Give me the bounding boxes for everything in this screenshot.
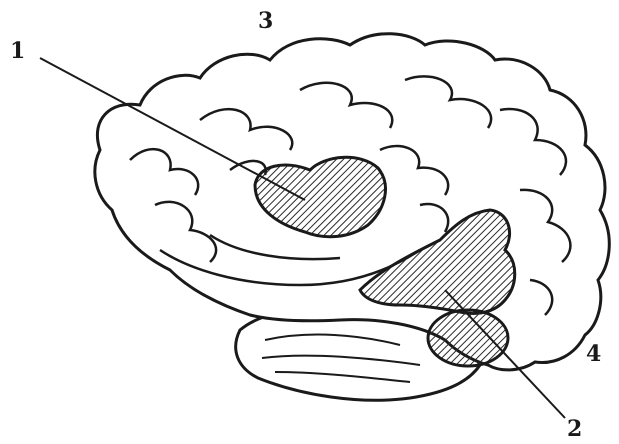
label-2: 2 xyxy=(567,418,582,440)
label-1: 1 xyxy=(10,40,25,62)
label-4: 4 xyxy=(586,343,601,365)
label-3: 3 xyxy=(258,10,273,32)
shaded-region-2-oval xyxy=(428,310,508,366)
